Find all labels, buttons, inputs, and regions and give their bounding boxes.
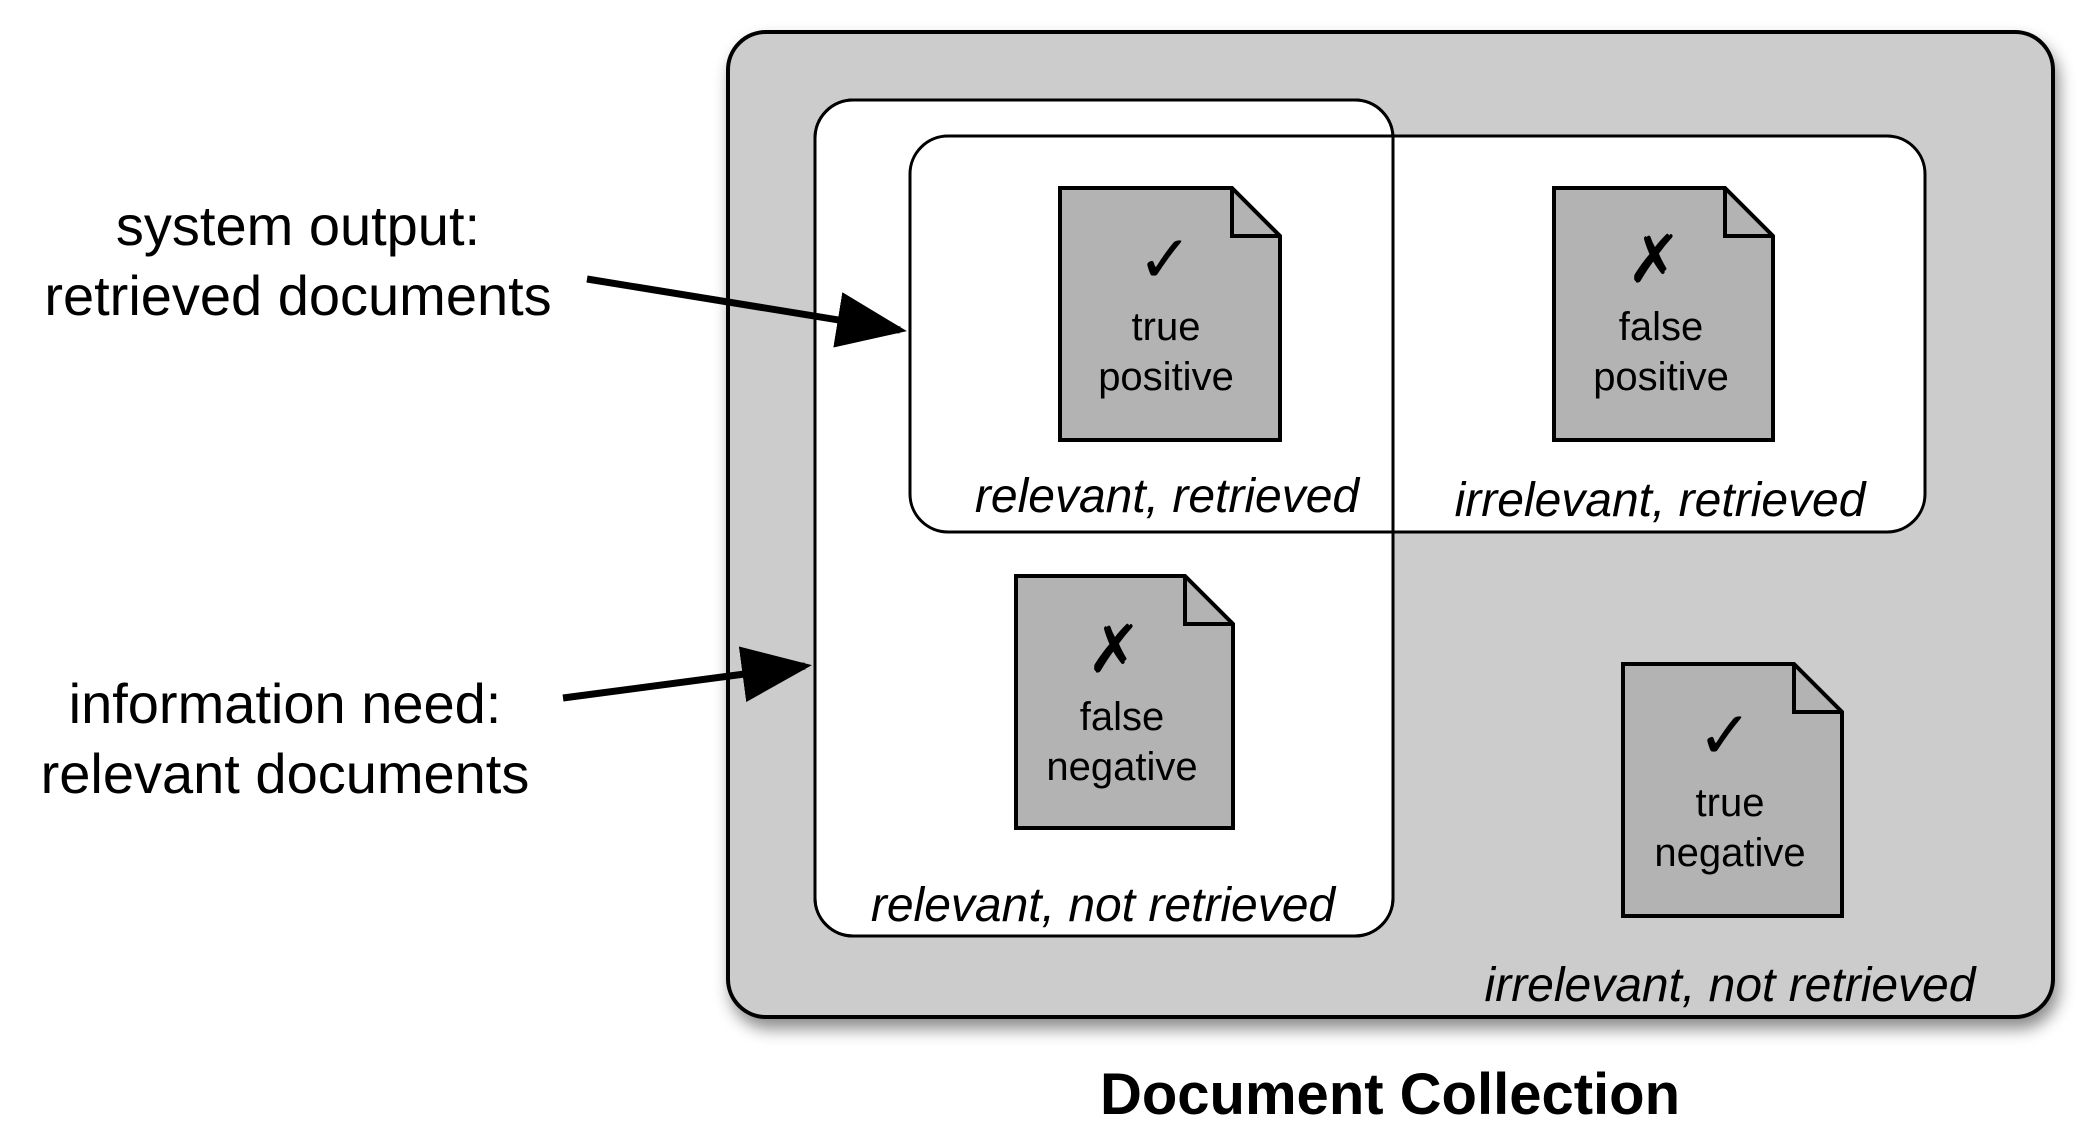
cross-icon: ✗ [1086, 611, 1141, 688]
relevant-retrieved-label: relevant, retrieved [975, 470, 1360, 523]
check-icon: ✓ [1137, 221, 1192, 298]
relevant-documents-outline [813, 98, 1395, 938]
document-false-positive: ✗ false positive [1552, 186, 1775, 442]
system-output-label: system output: [116, 194, 480, 257]
irrelevant-retrieved-label: irrelevant, retrieved [1455, 474, 1867, 527]
document-label-line2: positive [1098, 355, 1234, 399]
document-false-negative: ✗ false negative [1014, 574, 1235, 830]
information-need-arrow [562, 646, 812, 703]
document-label-line2: negative [1046, 745, 1197, 789]
relevant-documents-label: relevant documents [41, 742, 530, 805]
information-need-label: information need: [69, 672, 502, 735]
document-true-negative: ✓ true negative [1621, 662, 1844, 918]
cross-icon: ✗ [1626, 221, 1681, 298]
document-label-line1: true [1132, 305, 1201, 349]
retrieved-documents-label: retrieved documents [44, 264, 551, 327]
document-label-line2: positive [1593, 355, 1729, 399]
document-label-line2: negative [1654, 831, 1805, 875]
system-output-arrow [586, 275, 907, 348]
relevant-not-retrieved-label: relevant, not retrieved [871, 879, 1337, 932]
irrelevant-not-retrieved-label: irrelevant, not retrieved [1485, 959, 1977, 1012]
document-label-line1: false [1619, 305, 1704, 349]
document-label-line1: false [1080, 695, 1165, 739]
document-collection-title: Document Collection [1100, 1062, 1680, 1127]
document-true-positive: ✓ true positive [1058, 186, 1282, 442]
check-icon: ✓ [1697, 697, 1752, 774]
document-label-line1: true [1696, 781, 1765, 825]
retrieved-documents-outline [908, 134, 1927, 534]
